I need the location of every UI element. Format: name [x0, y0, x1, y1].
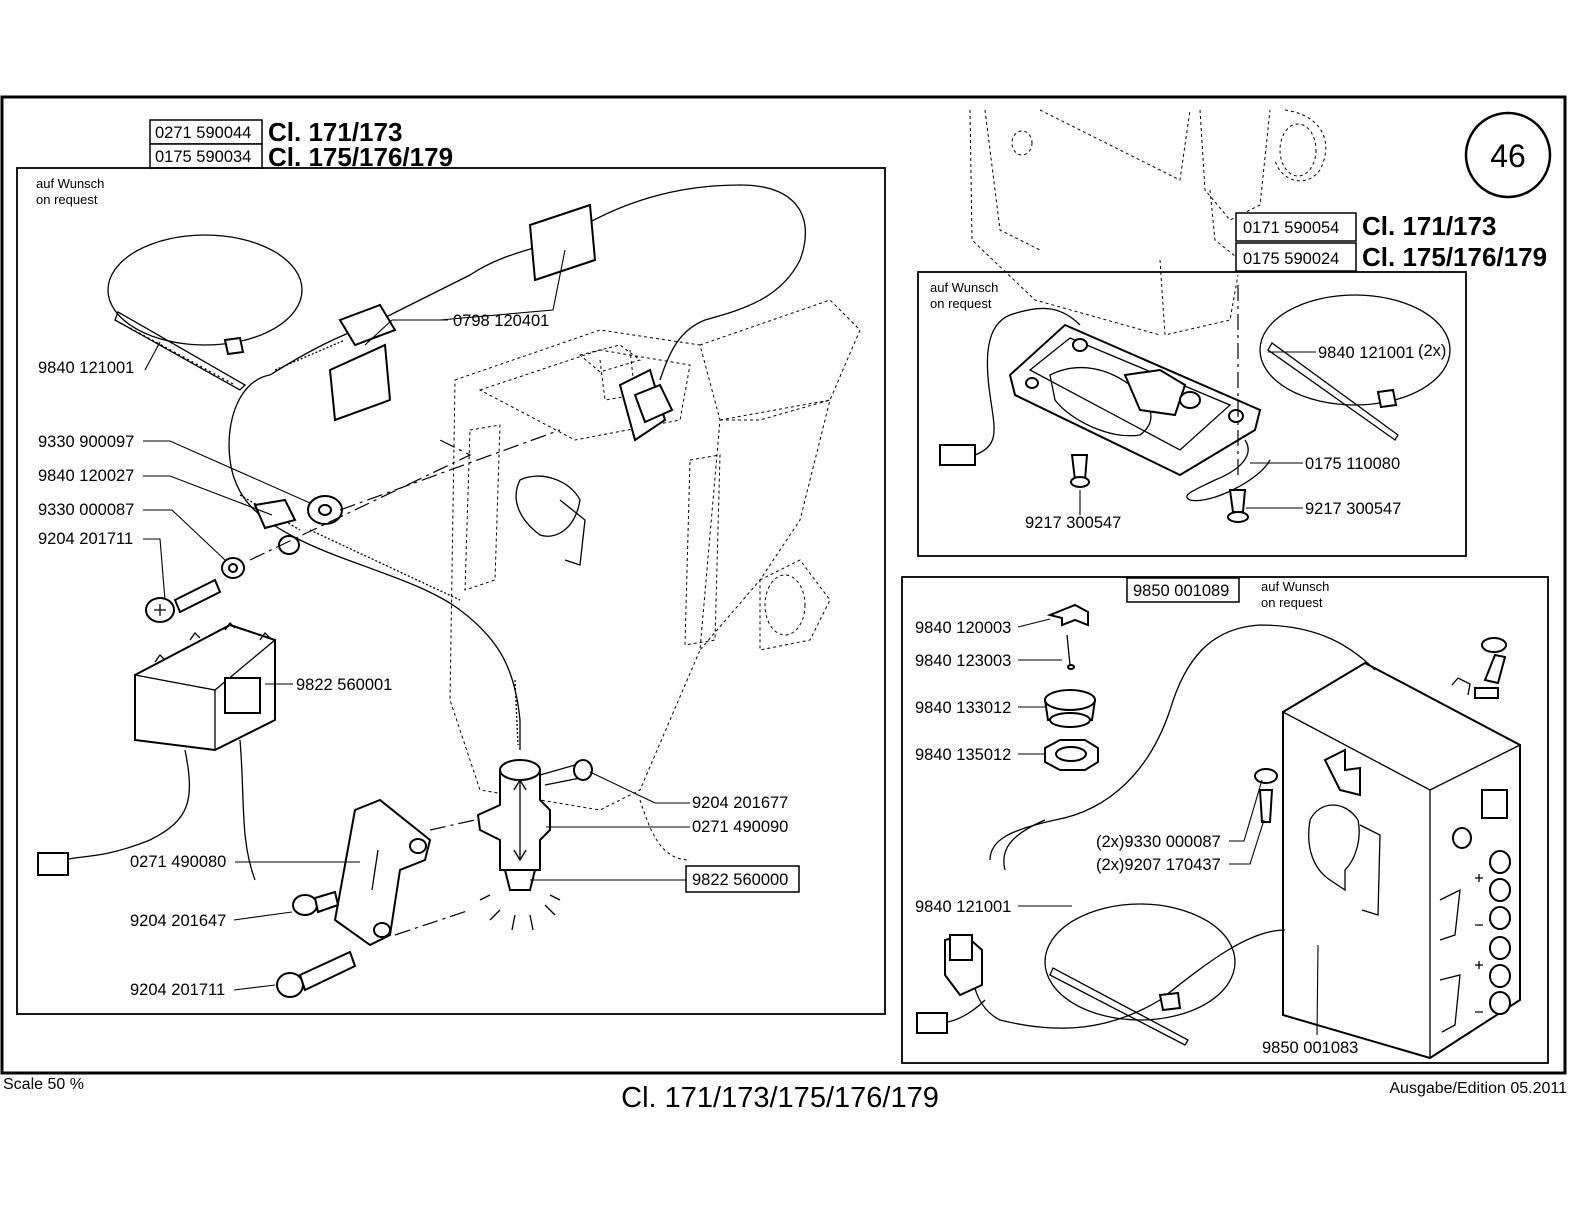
tr-optional-en: on request — [930, 296, 992, 311]
machine-base-outline — [969, 109, 1327, 336]
label-9840-120027: 9840 120027 — [38, 467, 134, 485]
label-9217-300547-a: 9217 300547 — [1025, 514, 1121, 532]
label-2x-9207-170437: (2x)9207 170437 — [1096, 856, 1221, 874]
sensor-9822-560000 — [476, 759, 593, 931]
tr-kit-number-2: 0175 590024 — [1243, 250, 1339, 268]
screw-9204-201711-lower — [276, 950, 357, 998]
left-panel-frame — [16, 167, 886, 1015]
page-number-badge: 46 — [1464, 111, 1552, 199]
left-optional-de: auf Wunsch — [36, 176, 104, 191]
left-kit-header: 0271 590044 0175 590034 Cl. 171/173 Cl. … — [149, 117, 453, 172]
machine-housing-outline — [449, 299, 861, 861]
label-9204-201711-upper: 9204 201711 — [38, 530, 133, 548]
footer-title: Cl. 171/173/175/176/179 — [621, 1082, 939, 1114]
br-optional-en: on request — [1261, 595, 1323, 610]
label-0271-490080: 0271 490080 — [130, 853, 226, 871]
tr-kit-classes-1: Cl. 171/173 — [1362, 211, 1496, 241]
tr-leaders — [1079, 351, 1316, 515]
box-9822-560000 — [685, 865, 800, 893]
left-kit-classes-2: Cl. 175/176/179 — [268, 142, 453, 172]
top-right-panel-frame — [917, 271, 1467, 557]
bottom-right-panel-frame — [901, 576, 1549, 1064]
label-9840-121001-tr: 9840 121001 — [1318, 344, 1414, 362]
left-kit-number-1: 0271 590044 — [155, 124, 251, 142]
label-9330-000087: 9330 000087 — [38, 501, 134, 519]
label-9840-123003: 9840 123003 — [915, 652, 1011, 670]
left-leaders — [143, 249, 690, 991]
tr-screws — [1070, 454, 1249, 523]
label-2x-9330-000087: (2x)9330 000087 — [1096, 833, 1221, 851]
tr-optional-de: auf Wunsch — [930, 280, 998, 295]
label-9204-201677: 9204 201677 — [692, 794, 788, 812]
tr-kit-classes-2: Cl. 175/176/179 — [1362, 242, 1547, 272]
br-optional-de: auf Wunsch — [1261, 579, 1329, 594]
screw-9204-201647 — [292, 890, 340, 916]
box-9850-001089 — [1126, 577, 1240, 603]
left-kit-classes-1: Cl. 171/173 — [268, 117, 402, 147]
tr-cable — [939, 307, 1081, 466]
cable-tie-left — [107, 234, 303, 391]
edition-note: Ausgabe/Edition 05.2011 — [1389, 1080, 1567, 1097]
control-box-9850-001083 — [1254, 637, 1521, 1060]
bracket-0271-490080 — [333, 798, 432, 947]
left-optional-en: on request — [36, 192, 98, 207]
scale-note: Scale 50 % — [3, 1076, 84, 1093]
br-leaders — [1017, 618, 1319, 1036]
label-9204-201711-lower: 9204 201711 — [130, 981, 225, 999]
left-kit-number-2: 0175 590034 — [155, 148, 251, 166]
page-number: 46 — [1490, 138, 1526, 174]
label-9822-560001: 9822 560001 — [296, 676, 392, 694]
label-9840-135012: 9840 135012 — [915, 746, 1011, 764]
label-9840-133012: 9840 133012 — [915, 699, 1011, 717]
screw-9204-201711-upper — [145, 578, 222, 623]
label-9204-201647: 9204 201647 — [130, 912, 226, 930]
label-0798-120401: 0798 120401 — [453, 312, 549, 330]
label-9850-001089: 9850 001089 — [1133, 582, 1229, 600]
switch-plate-0175-110080 — [1008, 323, 1271, 502]
label-9822-560000: 9822 560000 — [692, 871, 788, 889]
label-2x-tr: (2x) — [1418, 342, 1446, 360]
ring-terminal-washers — [221, 495, 343, 579]
tr-kit-number-1: 0171 590054 — [1243, 219, 1339, 237]
outer-frame — [0, 95, 1567, 1075]
br-cables — [916, 624, 1376, 1046]
label-9850-001083: 9850 001083 — [1262, 1039, 1358, 1057]
sensor-cable — [228, 184, 807, 750]
top-right-kit-header: 0171 590054 0175 590024 Cl. 171/173 Cl. … — [1235, 211, 1547, 272]
label-9840-121001-left: 9840 121001 — [38, 359, 134, 377]
label-9330-900097: 9330 900097 — [38, 433, 134, 451]
br-small-parts — [1043, 603, 1099, 771]
label-9840-120003: 9840 120003 — [915, 619, 1011, 637]
label-0175-110080: 0175 110080 — [1305, 455, 1400, 473]
control-box-9822-560001 — [37, 621, 276, 881]
label-9217-300547-b: 9217 300547 — [1305, 500, 1401, 518]
label-0271-490090: 0271 490090 — [692, 818, 788, 836]
label-9840-121001-br: 9840 121001 — [915, 898, 1011, 916]
cable-tie-top-right — [1259, 294, 1451, 441]
